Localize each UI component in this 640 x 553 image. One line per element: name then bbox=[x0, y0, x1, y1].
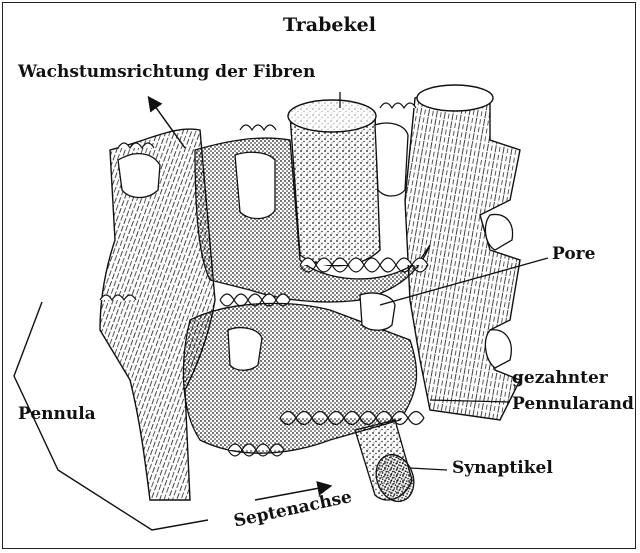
pore-upper-right bbox=[375, 123, 408, 196]
synapticle-shape bbox=[355, 420, 420, 507]
pore-upper-left bbox=[235, 152, 275, 218]
label-toothed-edge-line1: gezahnter bbox=[512, 368, 608, 388]
toothed-edge-left-notch bbox=[100, 295, 136, 300]
synapticle-leader-line bbox=[410, 468, 447, 470]
label-synapticle: Synaptikel bbox=[452, 458, 553, 478]
label-pore: Pore bbox=[552, 244, 595, 264]
pore-left bbox=[118, 154, 160, 198]
pore-right-notch-2 bbox=[485, 330, 511, 368]
right-trabecula bbox=[405, 89, 520, 420]
pore-right-notch bbox=[485, 214, 512, 250]
label-pennula: Pennula bbox=[18, 404, 96, 424]
label-toothed-edge-line2: Pennularand bbox=[512, 394, 634, 414]
pore-center bbox=[360, 293, 395, 330]
diagram-title: Trabekel bbox=[283, 14, 376, 36]
label-growth-direction: Wachstumsrichtung der Fibren bbox=[18, 62, 315, 82]
pore-lower-left bbox=[228, 328, 262, 371]
